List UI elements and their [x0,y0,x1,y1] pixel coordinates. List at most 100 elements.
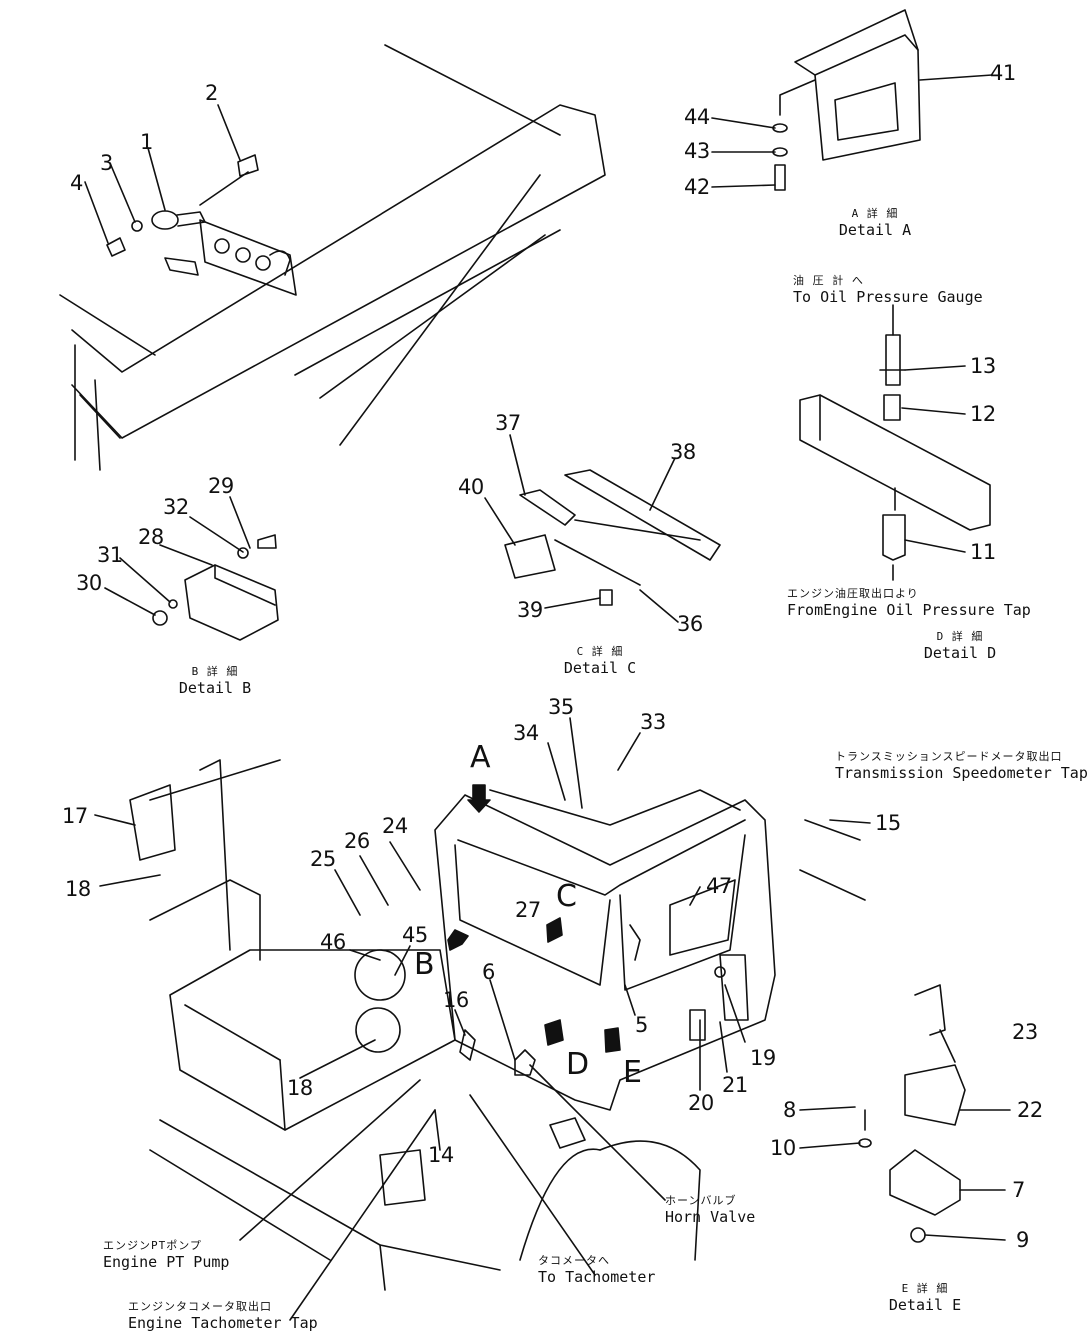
view-letter-e: E [623,1055,642,1090]
detail-e-jp: E 詳 細 [901,1282,949,1295]
part-number-7: 7 [1012,1178,1025,1202]
part-number-36: 36 [677,612,703,636]
part-number-47: 47 [706,874,732,898]
part-number-11: 11 [970,540,996,564]
part-number-40: 40 [458,475,484,499]
callout-oil-gauge: 油 圧 計 へ To Oil Pressure Gauge [793,272,983,306]
part-number-42: 42 [684,175,710,199]
part-number-20: 20 [688,1091,714,1115]
view-letter-a: A [470,740,491,775]
detail-b-jp: B 詳 細 [191,665,239,678]
callout-pt-pump: エンジンPTポンプ Engine PT Pump [103,1237,229,1271]
part-number-29: 29 [208,474,234,498]
callout-tach-tap-en: Engine Tachometer Tap [128,1314,318,1332]
part-number-28: 28 [138,525,164,549]
callout-tach-tap-jp: エンジンタコメータ取出口 [128,1300,272,1313]
part-number-8: 8 [783,1098,796,1122]
part-number-22: 22 [1017,1098,1043,1122]
view-arrows[interactable] [447,784,621,1053]
part-number-27: 27 [515,898,541,922]
part-number-38: 38 [670,440,696,464]
part-number-10: 10 [770,1136,796,1160]
detail-d-en: Detail D [923,644,997,662]
part-number-3: 3 [100,151,113,175]
callout-oil-gauge-en: To Oil Pressure Gauge [793,288,983,306]
detail-a-caption: A 詳 細 Detail A [820,205,930,239]
part-number-4: 4 [70,171,83,195]
callout-oil-tap-jp: エンジン油圧取出口より [787,587,919,600]
detail-c-en: Detail C [563,659,637,677]
detail-c-caption: C 詳 細 Detail C [545,643,655,677]
part-number-14: 14 [428,1143,454,1167]
part-number-39: 39 [517,598,543,622]
callout-tach-tap: エンジンタコメータ取出口 Engine Tachometer Tap [128,1298,318,1332]
part-number-30: 30 [76,571,102,595]
callout-pt-pump-en: Engine PT Pump [103,1253,230,1271]
callout-oil-tap-en: FromEngine Oil Pressure Tap [787,601,1031,619]
detail-b-box [152,534,279,641]
view-letter-d: D [566,1047,590,1082]
part-number-31: 31 [97,543,123,567]
part-number-26: 26 [344,829,370,853]
detail-d-jp: D 詳 細 [936,630,984,643]
part-number-12: 12 [970,402,996,426]
part-number-33: 33 [640,710,666,734]
part-number-18-lower: 18 [287,1076,313,1100]
callout-oil-gauge-jp: 油 圧 計 へ [793,274,864,287]
callout-tachometer-en: To Tachometer [538,1268,656,1286]
detail-a-en: Detail A [838,221,912,239]
part-number-1: 1 [140,130,153,154]
part-number-44: 44 [684,105,710,129]
detail-a-jp: A 詳 細 [851,207,899,220]
part-number-9: 9 [1016,1228,1029,1252]
part-number-32: 32 [163,495,189,519]
detail-c-wiper [504,469,721,606]
detail-b-en: Detail B [178,679,252,697]
part-number-23: 23 [1012,1020,1038,1044]
callout-tachometer-jp: タコメータへ [538,1254,610,1267]
callout-horn-valve: ホーンバルブ Horn Valve [665,1192,755,1226]
callout-pt-pump-jp: エンジンPTポンプ [103,1239,202,1252]
part-number-37: 37 [495,411,521,435]
part-number-43: 43 [684,139,710,163]
callout-tachometer: タコメータへ To Tachometer [538,1252,655,1286]
part-number-45: 45 [402,923,428,947]
part-number-5: 5 [635,1013,648,1037]
view-letter-b: B [414,947,435,982]
callout-oil-tap: エンジン油圧取出口より FromEngine Oil Pressure Tap [787,585,1031,619]
part-number-15: 15 [875,811,901,835]
part-number-34: 34 [513,721,539,745]
detail-d-fittings [799,304,991,581]
leader-lines [84,74,1011,1321]
callout-trans-speedometer-jp: トランスミッションスピードメータ取出口 [835,750,1063,763]
part-number-46: 46 [320,930,346,954]
part-number-35: 35 [548,695,574,719]
part-number-19: 19 [750,1046,776,1070]
lamp-assembly [106,154,297,296]
view-letter-c: C [556,879,577,914]
callout-trans-speedometer-en: Transmission Speedometer Tap [835,764,1088,782]
detail-e-caption: E 詳 細 Detail E [870,1280,980,1314]
part-number-25: 25 [310,847,336,871]
callout-horn-valve-jp: ホーンバルブ [665,1194,737,1207]
callout-horn-valve-en: Horn Valve [665,1208,756,1226]
part-number-21: 21 [722,1073,748,1097]
part-number-16: 16 [443,988,469,1012]
detail-a-guard [772,9,921,191]
fender-outline [59,44,606,471]
callout-trans-speedometer: トランスミッションスピードメータ取出口 Transmission Speedom… [835,748,1088,782]
detail-e-en: Detail E [888,1296,962,1314]
detail-d-caption: D 詳 細 Detail D [905,628,1015,662]
part-number-24: 24 [382,814,408,838]
part-number-18-left: 18 [65,877,91,901]
part-number-13: 13 [970,354,996,378]
part-number-17: 17 [62,804,88,828]
part-number-41: 41 [990,61,1016,85]
detail-b-caption: B 詳 細 Detail B [160,663,270,697]
detail-c-jp: C 詳 細 [576,645,624,658]
part-number-2: 2 [205,81,218,105]
detail-e-relay [858,984,966,1243]
part-number-6: 6 [482,960,495,984]
